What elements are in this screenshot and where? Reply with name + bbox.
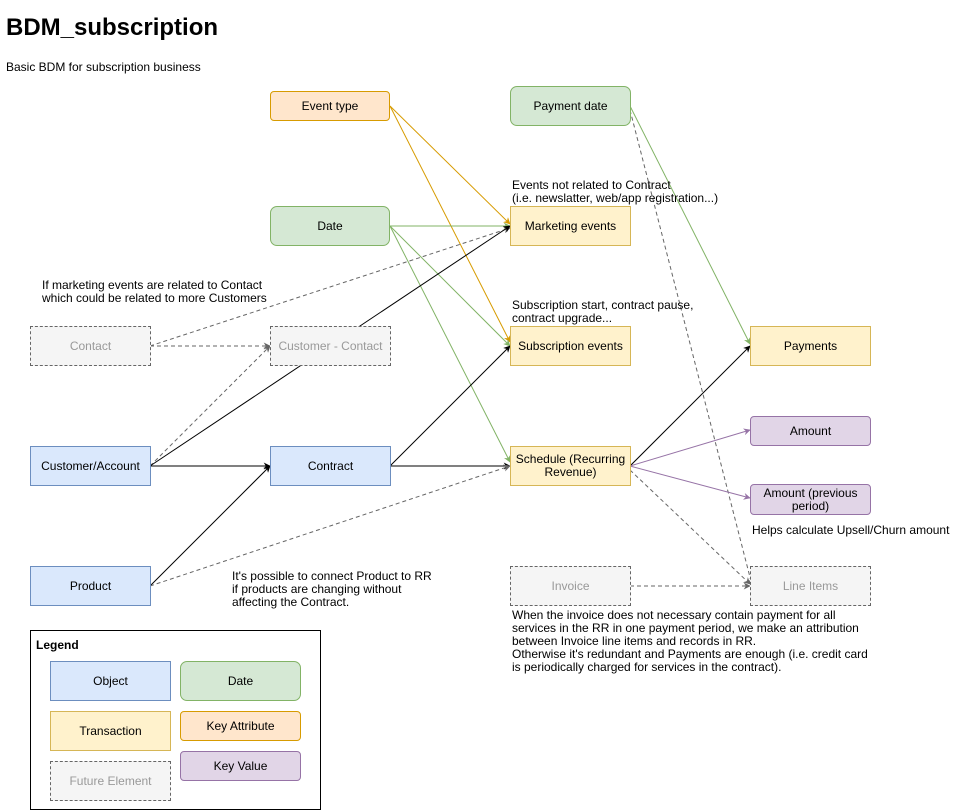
edge-contract-subscription — [389, 345, 511, 467]
note-upsell: Helps calculate Upsell/Churn amount — [752, 523, 950, 537]
edge-schedule-lineitems — [629, 469, 751, 585]
edge-schedule-amountprev — [629, 465, 751, 500]
note-subscription: Subscription start, contract pause, cont… — [512, 298, 694, 325]
page-title: BDM_subscription — [6, 14, 219, 41]
legend-key-value: Key Value — [180, 751, 301, 781]
edge-eventtype-subscription — [389, 105, 511, 343]
node-date[interactable]: Date — [270, 206, 390, 246]
note-invoice: When the invoice does not necessary cont… — [512, 608, 868, 674]
node-amount-previous[interactable]: Amount (previous period) — [750, 484, 871, 515]
note-contact: If marketing events are related to Conta… — [42, 278, 267, 305]
node-contact[interactable]: Contact — [30, 326, 151, 366]
edge-date-schedule — [389, 225, 511, 463]
node-line-items[interactable]: Line Items — [750, 566, 871, 606]
node-marketing-events[interactable]: Marketing events — [510, 206, 631, 246]
node-subscription-events[interactable]: Subscription events — [510, 326, 631, 366]
edge-paymentdate-payments — [629, 105, 751, 345]
legend-date: Date — [180, 661, 301, 701]
node-customer-contact[interactable]: Customer - Contact — [270, 326, 391, 366]
edge-customer-customercontact — [149, 345, 271, 467]
node-amount[interactable]: Amount — [750, 416, 871, 446]
edge-schedule-payments — [629, 345, 751, 467]
edge-schedule-amount — [629, 428, 751, 467]
legend-transaction: Transaction — [50, 711, 171, 751]
legend-key-attribute: Key Attribute — [180, 711, 301, 741]
legend-box — [30, 630, 321, 810]
edge-contact-marketing — [149, 226, 511, 347]
edge-product-schedule — [149, 464, 511, 587]
edge-date-subscription — [389, 225, 511, 347]
node-invoice[interactable]: Invoice — [510, 566, 631, 606]
page-subtitle: Basic BDM for subscription business — [6, 60, 201, 74]
node-payment-date[interactable]: Payment date — [510, 86, 631, 126]
node-product[interactable]: Product — [30, 566, 151, 606]
node-payments[interactable]: Payments — [750, 326, 871, 366]
legend-future-element: Future Element — [50, 761, 171, 801]
note-marketing: Events not related to Contract (i.e. new… — [512, 178, 719, 205]
legend-title: Legend — [36, 638, 79, 652]
node-schedule[interactable]: Schedule (Recurring Revenue) — [510, 446, 631, 486]
note-product: It's possible to connect Product to RR i… — [232, 569, 432, 609]
node-customer-account[interactable]: Customer/Account — [30, 446, 151, 486]
edge-product-contract — [149, 465, 271, 587]
edge-paymentdate-lineitems — [629, 109, 754, 586]
node-event-type[interactable]: Event type — [270, 91, 390, 121]
edge-eventtype-marketing — [389, 105, 511, 225]
legend-object: Object — [50, 661, 171, 701]
node-contract[interactable]: Contract — [270, 446, 391, 486]
